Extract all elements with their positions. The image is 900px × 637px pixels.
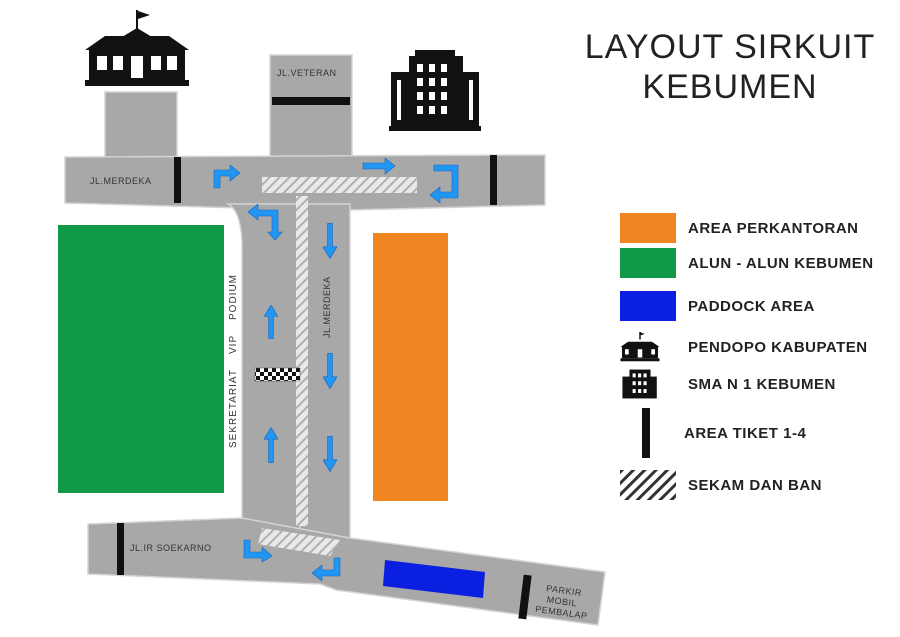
legend-label: ALUN - ALUN KEBUMEN	[688, 254, 874, 272]
office-area	[373, 233, 448, 501]
label-jl-merdeka-v: JL.MERDEKA	[322, 276, 332, 338]
paddock-area	[383, 560, 485, 598]
legend-label: AREA PERKANTORAN	[688, 219, 859, 237]
ticket-bar-1	[272, 97, 350, 105]
road-veteran	[269, 54, 353, 160]
ticket-bar-5	[518, 574, 532, 620]
ticket-areas	[117, 97, 532, 620]
svg-text:MOBIL: MOBIL	[546, 594, 578, 608]
ticket-bar-icon	[642, 408, 650, 458]
map-title-line1: LAYOUT SIRKUIT	[584, 28, 876, 66]
tire-barriers	[258, 177, 417, 556]
label-jl-veteran: JL.VETERAN	[277, 68, 337, 78]
map-title-line2: KEBUMEN	[642, 68, 818, 106]
start-finish-line	[254, 367, 301, 382]
label-jl-merdeka-h: JL.MERDEKA	[90, 176, 152, 186]
legend-label: SMA N 1 KEBUMEN	[688, 375, 836, 393]
ticket-bar-4	[117, 523, 124, 575]
road-merdeka-vertical	[299, 203, 351, 545]
label-sekretariat: SEKRETARIAT	[228, 369, 239, 448]
arrow-turn-top-left	[213, 164, 241, 189]
direction-arrows	[213, 157, 459, 582]
alun-alun-area	[58, 225, 224, 493]
legend-item-pendopo: PENDOPO KABUPATEN	[620, 332, 868, 362]
legend-item-ticket: AREA TIKET 1-4	[620, 408, 806, 458]
arrow-top-right	[362, 157, 396, 175]
legend-label: AREA TIKET 1-4	[684, 424, 807, 442]
legend-item-office: AREA PERKANTORAN	[620, 213, 859, 243]
school-building-icon	[389, 50, 481, 131]
svg-text:PARKIR: PARKIR	[546, 583, 583, 598]
arrow-bottom-right	[311, 557, 341, 582]
school-building-icon	[622, 369, 657, 399]
arrow-bottom-left	[243, 539, 273, 563]
legend-label: PENDOPO KABUPATEN	[688, 338, 868, 356]
ticket-bar-3	[490, 155, 497, 205]
pendopo-icon	[620, 332, 660, 362]
legend-item-school: SMA N 1 KEBUMEN	[620, 369, 836, 399]
ticket-bar-2	[174, 157, 181, 203]
legend-label: SEKAM DAN BAN	[688, 476, 822, 494]
label-podium: PODIUM	[228, 274, 239, 320]
paddock-swatch	[620, 291, 676, 321]
hatch-icon	[620, 470, 676, 500]
road-pendopo-spur	[104, 91, 178, 159]
road-soekarno	[87, 517, 606, 626]
pendopo-icon	[85, 10, 189, 86]
legend-item-paddock: PADDOCK AREA	[620, 291, 815, 321]
label-vip: VIP	[228, 335, 239, 354]
legend-item-hatch: SEKAM DAN BAN	[620, 470, 822, 500]
arrow-turn-right	[429, 164, 459, 204]
legend-label: PADDOCK AREA	[688, 297, 815, 315]
arrow-turn-down	[247, 203, 283, 241]
label-jl-soekarno: JL.IR SOEKARNO	[130, 543, 212, 553]
legend-item-alun: ALUN - ALUN KEBUMEN	[620, 248, 874, 278]
office-swatch	[620, 213, 676, 243]
alun-swatch	[620, 248, 676, 278]
